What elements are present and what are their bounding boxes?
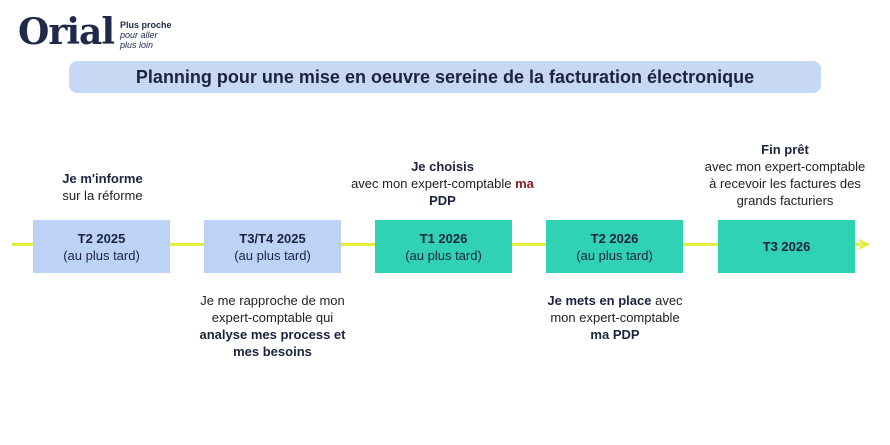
annotation-text: avec mon expert-comptable ma xyxy=(320,175,565,192)
annotation-text: grands facturiers xyxy=(736,193,834,208)
annotation-step-2: Je me rapproche de mon expert-comptable … xyxy=(170,292,375,360)
annotation-step-5: Fin prêt avec mon expert-comptable à rec… xyxy=(680,141,890,209)
annotation-strong: Fin prêt xyxy=(761,142,809,157)
page-title: Planning pour une mise en oeuvre sereine… xyxy=(69,61,821,93)
annotation-strong-2: ma PDP xyxy=(590,327,640,342)
annotation-strong: analyse mes process et xyxy=(199,327,346,342)
annotation-text: sur la réforme xyxy=(62,188,143,203)
step-note: (au plus tard) xyxy=(234,247,311,263)
logo-tagline-line-3: plus loin xyxy=(120,40,154,50)
annotation-step-4: Je mets en place avec mon expert-comptab… xyxy=(515,292,715,343)
annotation-text-part: avec mon expert-comptable xyxy=(351,176,512,191)
step-note: (au plus tard) xyxy=(405,247,482,263)
step-period: T1 2026 xyxy=(419,230,468,246)
step-period: T2 2025 xyxy=(77,230,126,246)
annotation-text: Je mets en place avec xyxy=(515,292,715,309)
timeline-step-3: T1 2026 (au plus tard) xyxy=(375,220,512,273)
annotation-accent: ma xyxy=(515,176,534,191)
annotation-step-3: Je choisis avec mon expert-comptable ma … xyxy=(320,158,565,209)
logo-tagline: Plus proche pour aller plus loin xyxy=(120,20,172,50)
timeline-step-5: T3 2026 xyxy=(718,220,855,273)
annotation-text: avec mon expert-comptable xyxy=(704,159,866,174)
timeline-step-1: T2 2025 (au plus tard) xyxy=(33,220,170,273)
annotation-text: mon expert-comptable xyxy=(550,310,680,325)
step-period: T2 2026 xyxy=(590,230,639,246)
step-period: T3/T4 2025 xyxy=(239,230,306,246)
annotation-text: expert-comptable qui xyxy=(211,310,334,325)
annotation-strong: Je mets en place xyxy=(547,293,652,308)
annotation-text: à recevoir les factures des xyxy=(709,176,861,191)
timeline-step-2: T3/T4 2025 (au plus tard) xyxy=(204,220,341,273)
logo-tagline-line-2: pour aller xyxy=(120,30,158,40)
logo: Orial Plus proche pour aller plus loin xyxy=(18,12,172,52)
annotation-strong-2: PDP xyxy=(429,193,456,208)
logo-tagline-line-1: Plus proche xyxy=(120,20,172,30)
step-period: T3 2026 xyxy=(762,239,811,254)
annotation-step-1: Je m'informe sur la réforme xyxy=(20,170,185,204)
annotation-text: Je me rapproche de mon xyxy=(200,293,345,308)
annotation-strong-2: mes besoins xyxy=(233,344,312,359)
annotation-strong: Je m'informe xyxy=(62,171,143,186)
step-note: (au plus tard) xyxy=(63,247,140,263)
step-note: (au plus tard) xyxy=(576,247,653,263)
annotation-text-part: avec xyxy=(651,293,683,308)
logo-wordmark: Orial xyxy=(18,11,115,53)
arrow-right-icon: ➤ xyxy=(856,234,872,254)
annotation-strong: Je choisis xyxy=(411,159,474,174)
timeline-step-4: T2 2026 (au plus tard) xyxy=(546,220,683,273)
